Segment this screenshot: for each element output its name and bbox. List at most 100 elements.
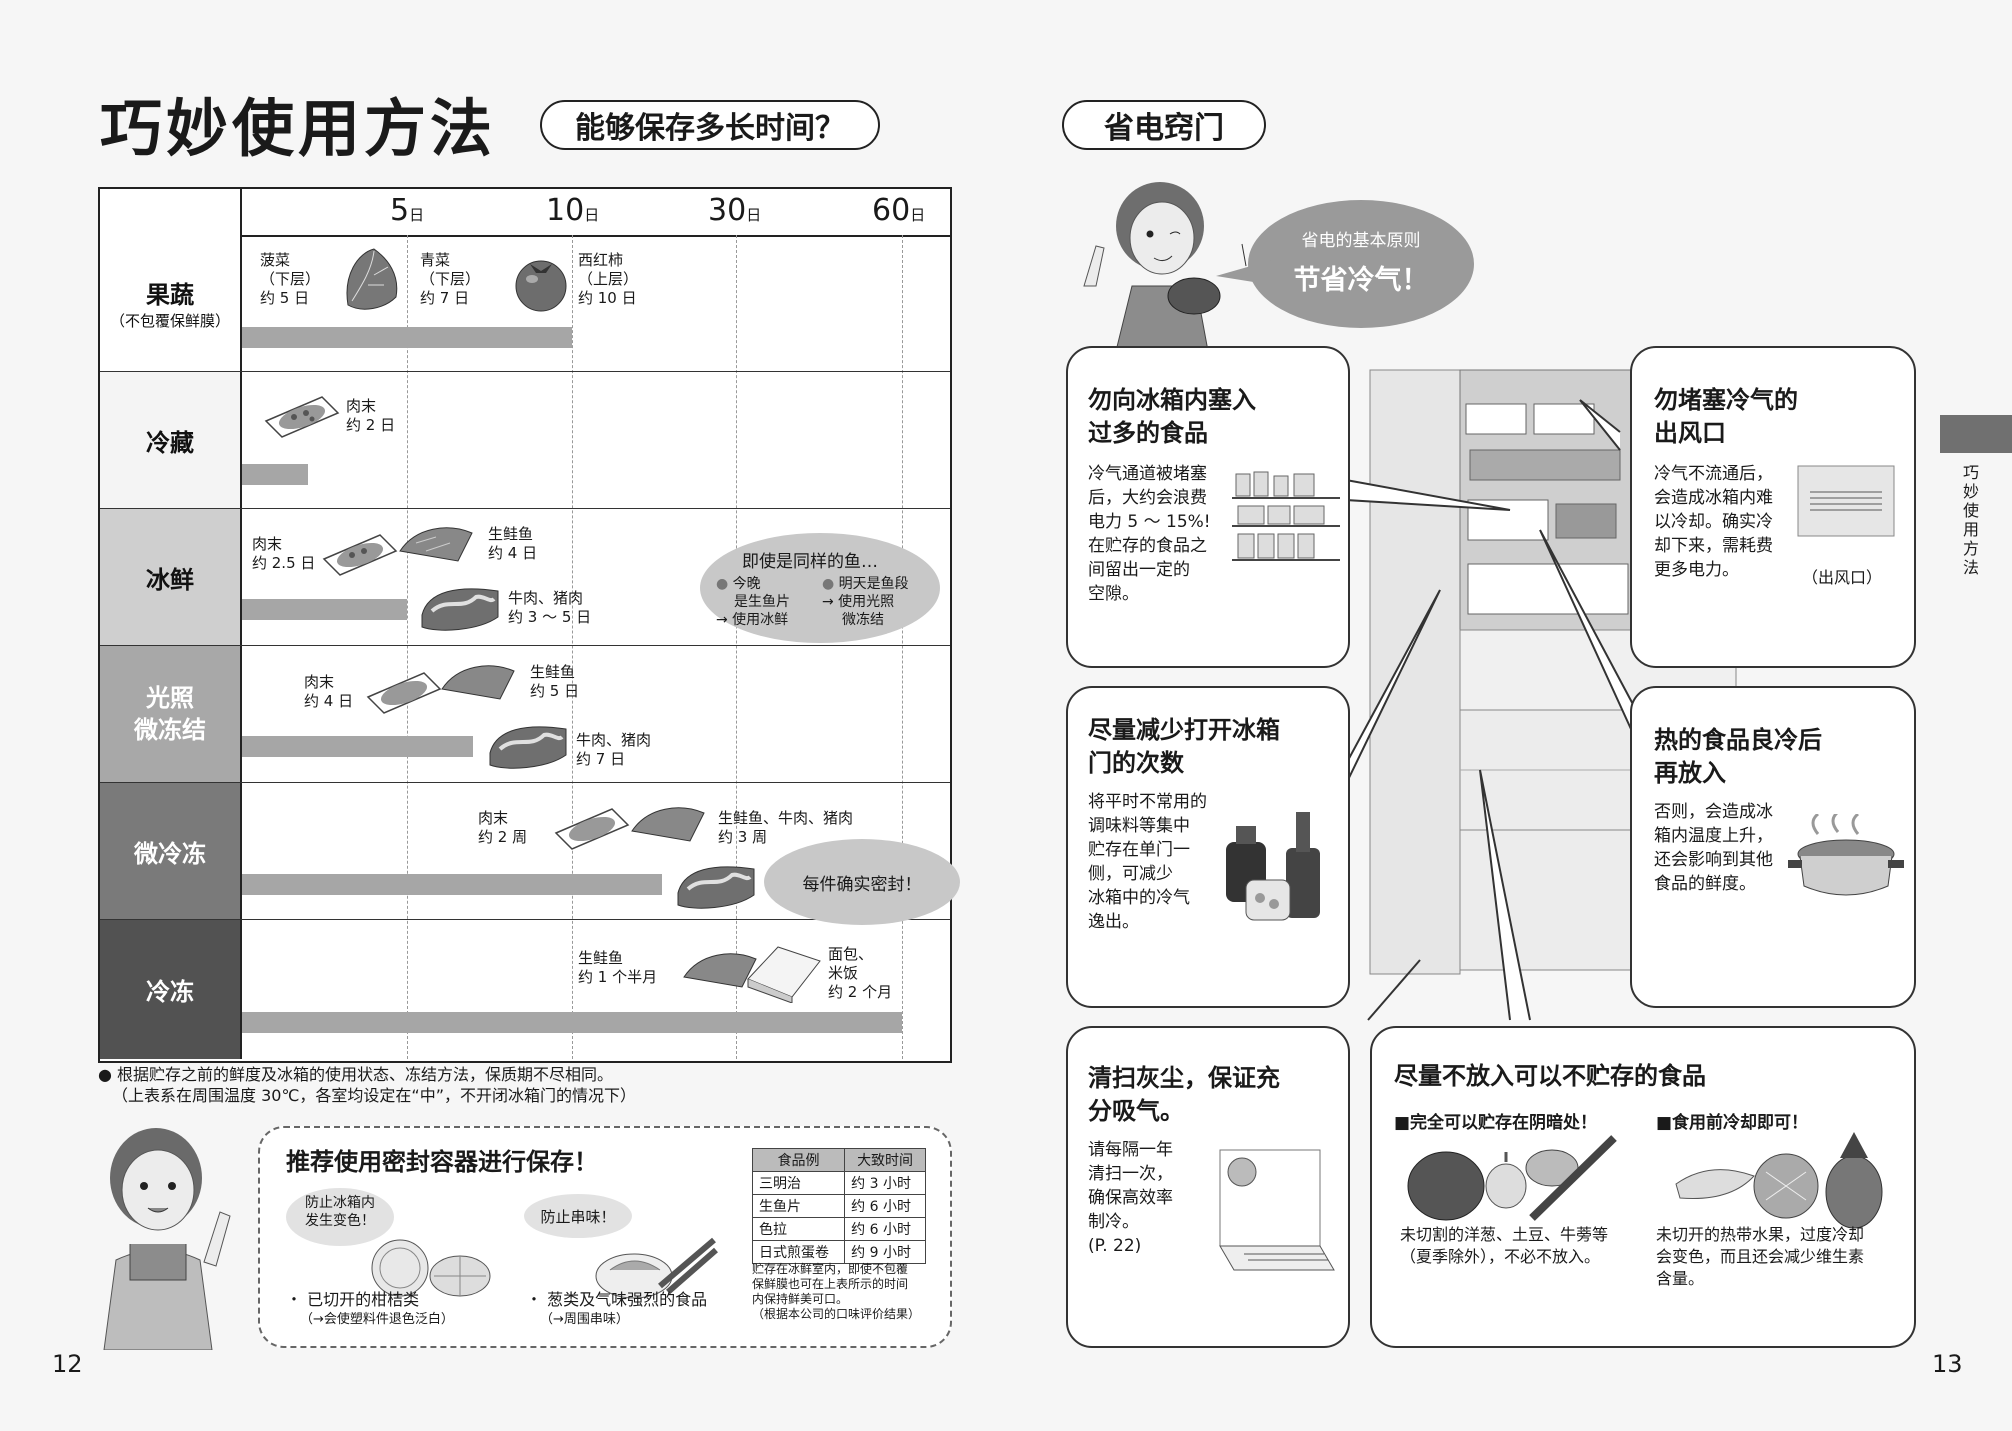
- vent-caption: （出风口）: [1802, 568, 1883, 587]
- row-label-refrigerate: 冷藏: [100, 372, 242, 508]
- salmon-fillet-icon: [683, 953, 757, 988]
- food-label-salmon-chilled: 生鲑鱼约 4 日: [488, 525, 538, 562]
- tip-box-cool-food: 热的食品良冷后再放入 否则，会造成冰箱内温度上升，还会影响到其他食品的鲜度。: [1630, 686, 1916, 1008]
- minced-meat-icon: [554, 808, 630, 850]
- speech-bubble-odor: 防止串味！: [524, 1194, 632, 1238]
- bread-icon: [747, 946, 821, 1003]
- tomato-icon: [515, 260, 567, 312]
- beef-steak-icon: [421, 588, 499, 631]
- holding-time-table: 食品例大致时间 三明治约 3 小时 生鱼片约 6 小时 色拉约 6 小时 日式煎…: [751, 1148, 926, 1264]
- condiment-bottles-icon: [1226, 812, 1320, 921]
- minced-meat-icon: [366, 672, 442, 714]
- spinach-icon: [346, 248, 398, 310]
- beef-steak-icon: [489, 726, 567, 769]
- tick-5: 5日: [390, 193, 425, 228]
- food-label-spinach: 菠菜（下层）约 5 日: [260, 251, 321, 307]
- beef-steak-icon: [677, 866, 755, 909]
- food-label-greens: 青菜（下层）约 7 日: [420, 251, 481, 307]
- food-label-beef-chilled: 牛肉、猪肉约 3 ～ 5 日: [508, 589, 592, 626]
- minced-meat-icon: [322, 534, 398, 576]
- tropical-fruits-icon: [1675, 1132, 1883, 1229]
- table-row: 生鱼片约 6 小时: [751, 1194, 926, 1218]
- tip-text-vent: 冷气不流通后，会造成冰箱内难以冷却。确实冷却下来，需耗费更多电力。: [1654, 464, 1773, 580]
- tip-text-dust: 请每隔一年清扫一次，确保高效率制冷。(P. 22): [1088, 1140, 1173, 1256]
- row-divider: [100, 645, 950, 646]
- sealed-container-tip: 推荐使用密封容器进行保存！ 防止冰箱内发生变色！ ・ 已切开的柑桔类 （→会使塑…: [258, 1126, 952, 1348]
- food-label-minced-2d: 肉末约 2 日: [346, 397, 396, 434]
- avoid-title: 尽量不放入可以不贮存的食品: [1394, 1062, 1706, 1090]
- principle-speech-bubble: 省电的基本原则 节省冷气！: [1248, 200, 1474, 328]
- avoid-text-2: 未切开的热带水果，过度冷却会变色，而且还会减少维生素含量。: [1656, 1225, 1865, 1288]
- tick-10: 10日: [546, 193, 600, 228]
- salmon-fillet-icon: [399, 527, 473, 562]
- food-label-salmon-light: 生鲑鱼约 5 日: [530, 663, 580, 700]
- tip-box-overfill: 勿向冰箱内塞入过多的食品 冷气通道被堵塞后，大约会浪费电力 5 ～ 15%!在贮…: [1066, 346, 1350, 668]
- salmon-fillet-icon: [631, 807, 705, 842]
- callout-lines: [1345, 399, 1637, 1021]
- air-vent-icon: [1797, 465, 1895, 537]
- tip-box-dust: 清扫灰尘，保证充分吸气。 请每隔一年清扫一次，确保高效率制冷。(P. 22): [1066, 1026, 1350, 1348]
- grid-5: [407, 235, 408, 1059]
- row-label-chilled: 冰鲜: [100, 509, 242, 645]
- grid-10: [572, 235, 573, 1059]
- row-divider: [100, 782, 950, 783]
- food-label-beef-light: 牛肉、猪肉约 7 日: [576, 731, 652, 768]
- food-label-minced-light: 肉末约 4 日: [304, 673, 354, 710]
- storage-bar-soft-freeze: [242, 874, 663, 895]
- food-label-salmon-soft: 生鲑鱼、牛肉、猪肉约 3 周: [718, 809, 854, 846]
- row-label-freezer: 冷冻: [100, 920, 242, 1059]
- food-label-bread-rice: 面包、米饭约 2 个月: [828, 945, 893, 1001]
- tip-text-overfill: 冷气通道被堵塞后，大约会浪费电力 5 ～ 15%!在贮存的食品之间留出一定的空隙…: [1088, 464, 1211, 604]
- tick-60: 60日: [872, 193, 926, 228]
- tip-box-avoid-storing: 尽量不放入可以不贮存的食品 ■完全可以贮存在阴暗处！ ■食用前冷却即可！ 未切割…: [1370, 1026, 1916, 1348]
- woman-pointing-illustration: [103, 1128, 231, 1350]
- chart-header: [100, 189, 950, 237]
- tip-item-onion-note: （→周围串味）: [540, 1312, 629, 1327]
- storage-bar-refrigerate: [242, 464, 308, 485]
- vegetables-icon: [1407, 1135, 1617, 1221]
- storage-chart: 5日 10日 30日 60日 果蔬 （不包覆保鲜膜） 冷藏 冰鲜 光照 微冻结 …: [98, 187, 960, 1063]
- avoid-text-1: 未切割的洋葱、土豆、牛蒡等（夏季除外），不必不放入。: [1400, 1225, 1609, 1266]
- row-divider: [100, 919, 950, 920]
- food-label-minced-chilled: 肉末约 2.5 日: [252, 535, 316, 572]
- tip-item-citrus: ・ 已切开的柑桔类: [286, 1290, 420, 1309]
- citrus-icon: [371, 1239, 491, 1297]
- section-pill-storage: 能够保存多长时间？: [540, 100, 880, 150]
- tip-text-cool-food: 否则，会造成冰箱内温度上升，还会影响到其他食品的鲜度。: [1654, 802, 1773, 894]
- tip-box-door-open: 尽量减少打开冰箱门的次数 将平时不常用的调味料等集中贮存在单门一侧，可减少冰箱中…: [1066, 686, 1350, 1008]
- food-label-minced-soft: 肉末约 2 周: [478, 809, 528, 846]
- table-row: 色拉约 6 小时: [751, 1217, 926, 1241]
- tip-box-vent: 勿堵塞冷气的出风口 冷气不流通后，会造成冰箱内难以冷却。确实冷却下来，需耗费更多…: [1630, 346, 1916, 668]
- row-label-soft-freeze: 微冷冻: [100, 783, 242, 919]
- minced-meat-icon: [264, 396, 340, 438]
- storage-bar-produce: [242, 327, 572, 348]
- storage-bar-freezer: [242, 1012, 902, 1033]
- tick-30: 30日: [708, 193, 762, 228]
- packed-shelf-icon: [1232, 471, 1340, 561]
- row-divider: [100, 371, 950, 372]
- avoid-subhead-1: ■完全可以贮存在阴暗处！: [1394, 1113, 1598, 1133]
- page-number-right: 13: [1932, 1350, 1963, 1378]
- row-label-produce: 果蔬 （不包覆保鲜膜）: [100, 235, 242, 371]
- section-pill-energy: 省电窍门: [1062, 100, 1266, 150]
- bubble-tail: [1216, 260, 1272, 284]
- tip-text-door-open: 将平时不常用的调味料等集中贮存在单门一侧，可减少冰箱中的冷气逸出。: [1088, 792, 1207, 932]
- tip-title: 推荐使用密封容器进行保存！: [286, 1148, 598, 1176]
- woman-with-pot-illustration: [1083, 182, 1221, 351]
- food-label-tomato: 西红柿（上层）约 10 日: [578, 251, 639, 307]
- table-row: 三明治约 3 小时: [751, 1171, 926, 1195]
- seal-tip-bubble: 每件确实密封！: [764, 839, 960, 925]
- page-number-left: 12: [52, 1350, 83, 1378]
- storage-bar-light-freeze: [242, 736, 473, 757]
- fish-tip-bubble: 即使是同样的鱼… ● 今晚 是生鱼片 → 使用冰鲜 ● 明天是鱼段 → 使用光照…: [700, 533, 940, 643]
- avoid-subhead-2: ■食用前冷却即可！: [1656, 1113, 1809, 1133]
- salmon-fillet-icon: [441, 665, 515, 700]
- storage-notes: ● 根据贮存之前的鲜度及冰箱的使用状态、冻结方法，保质期不尽相同。 （上表系在周…: [98, 1065, 636, 1105]
- storage-bar-chilled: [242, 599, 407, 620]
- grid-60: [902, 235, 903, 1059]
- speech-bubble-discolor: 防止冰箱内发生变色！: [286, 1188, 394, 1246]
- grid-30: [736, 235, 737, 1059]
- table-footnote: 贮存在冰鲜室内，即使不包覆保鲜膜也可在上表所示的时间内保持鲜美可口。（根据本公司…: [752, 1262, 921, 1321]
- cleaning-vent-icon: [1219, 1149, 1335, 1271]
- side-tab-marker: [1940, 415, 2012, 453]
